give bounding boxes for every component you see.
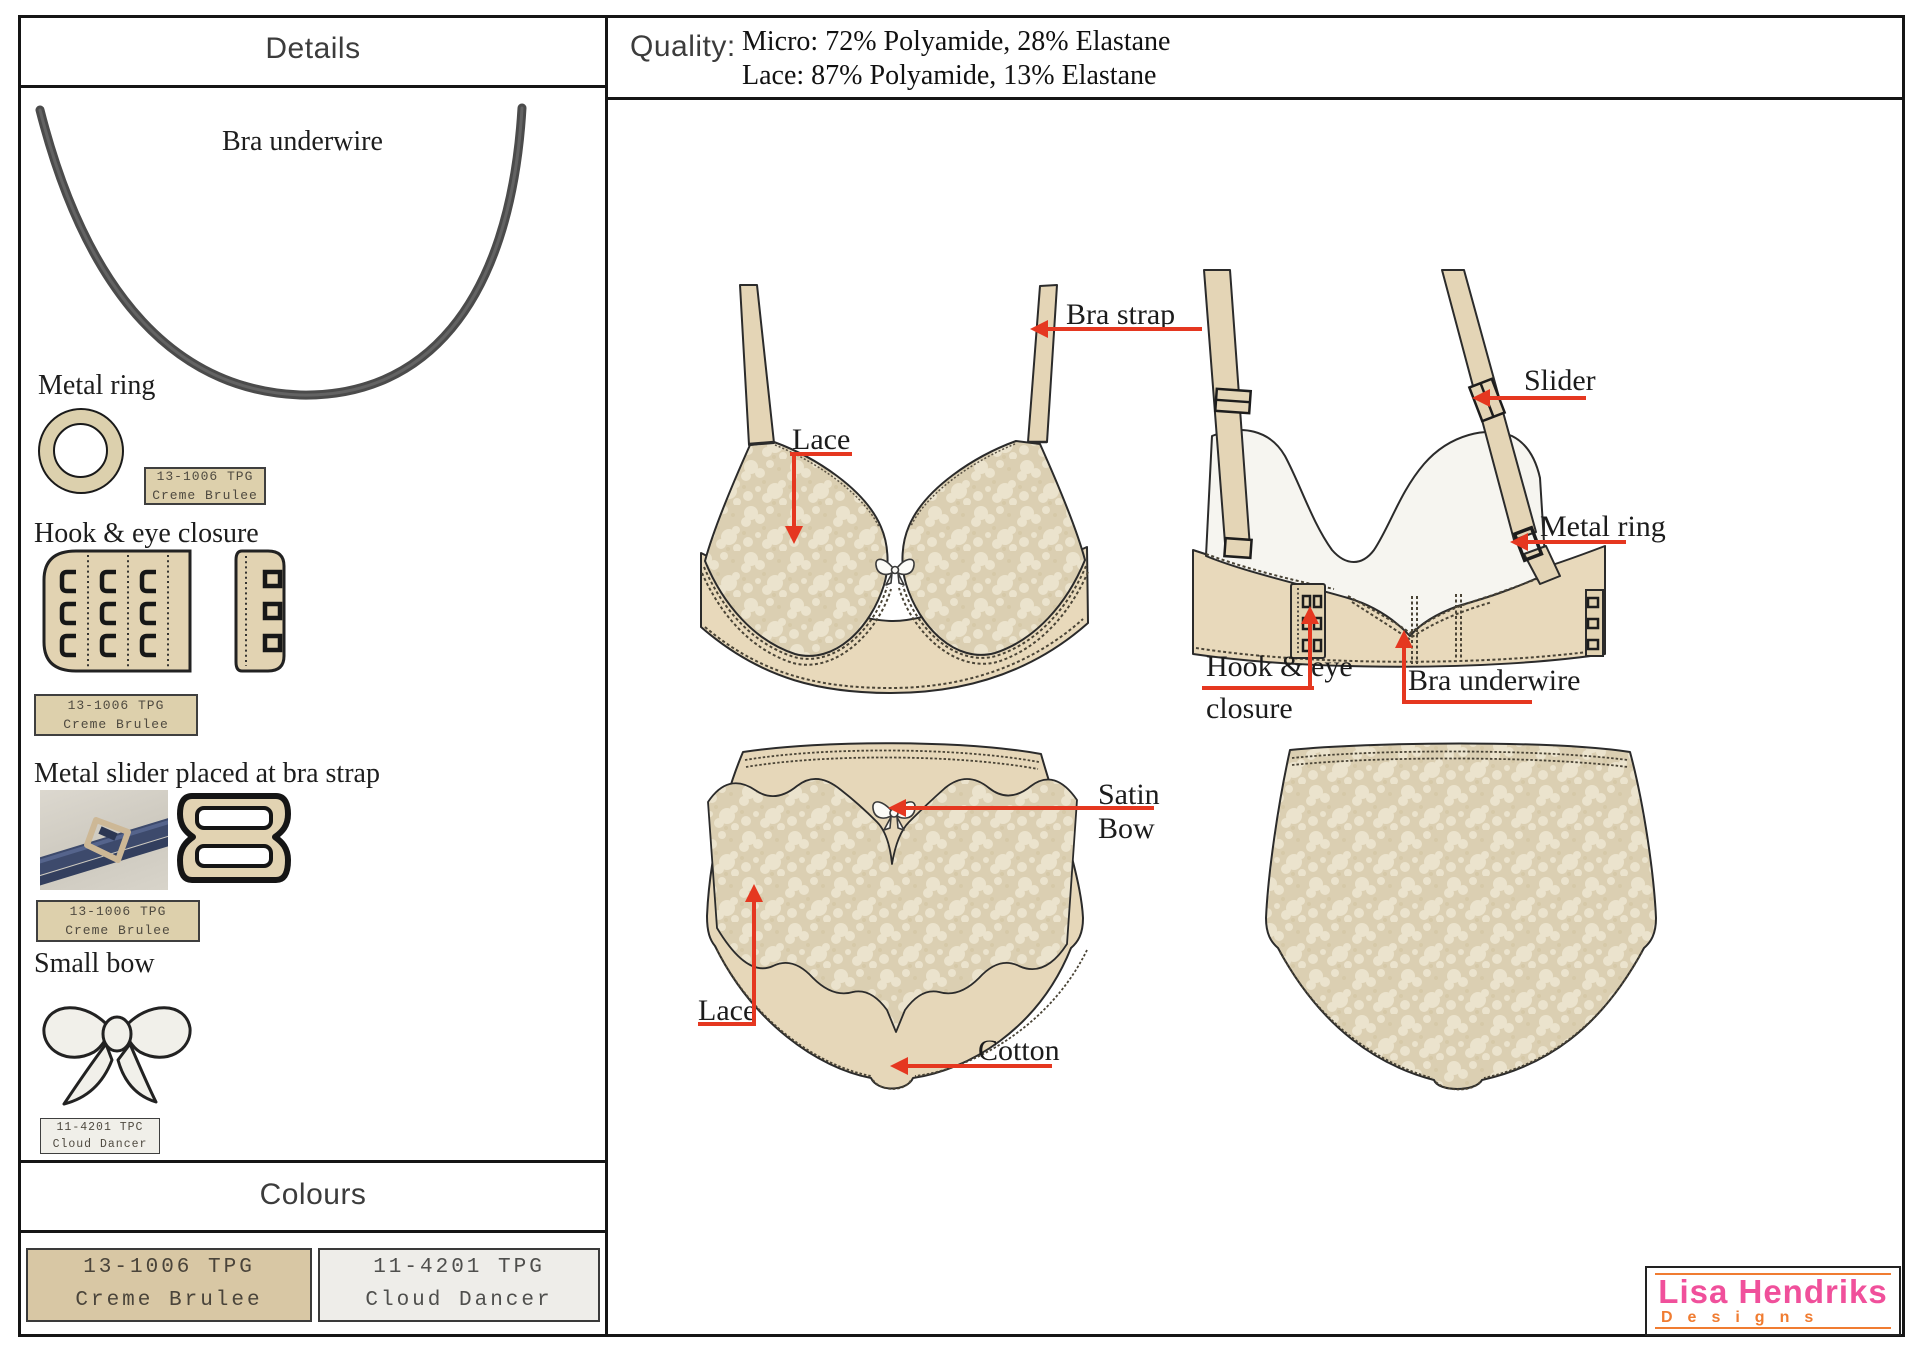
hook-eye-label: Hook & eye closure: [34, 518, 259, 549]
annotation-satin-1: Satin: [1098, 778, 1160, 811]
hook-eye-line: [1202, 686, 1314, 690]
brand-logo: Lisa Hendriks Designs: [1645, 1266, 1901, 1336]
annotation-metal-ring: Metal ring: [1540, 510, 1666, 543]
bra-back-drawing: [1190, 258, 1610, 668]
underwire-drawing: [28, 98, 533, 420]
quality-line2: Lace: 87% Polyamide, 13% Elastane: [742, 60, 1157, 91]
logo-name: Lisa Hendriks: [1658, 1273, 1888, 1310]
slider-arrow: [1472, 389, 1490, 407]
hook-eye-vline: [1308, 622, 1312, 686]
satin-bow-arrow: [888, 799, 906, 817]
colour-tag-bow: 11-4201 TPC Cloud Dancer: [40, 1118, 160, 1154]
annotation-lace-panties: Lace: [698, 994, 757, 1027]
cotton-arrow: [890, 1057, 908, 1075]
slider-label: Metal slider placed at bra strap: [34, 758, 380, 789]
small-bow-drawing: [34, 988, 202, 1112]
annotation-satin-2: Bow: [1098, 812, 1155, 845]
quality-divider: [605, 97, 1905, 100]
colour-tag-slider: 13-1006 TPG Creme Brulee: [36, 900, 200, 942]
lace-panties-vline: [752, 900, 756, 1022]
logo-subtitle: Designs: [1661, 1309, 1829, 1326]
logo-rule-bottom: [1655, 1327, 1891, 1329]
hook-eye-drawing: [36, 548, 288, 674]
annotation-bra-strap: Bra strap: [1066, 298, 1176, 331]
annotation-hook-eye-1: Hook & eye: [1206, 650, 1353, 683]
bra-underwire-line: [1402, 700, 1532, 704]
lace-bra-vline: [792, 452, 796, 528]
annotation-bra-underwire: Bra underwire: [1408, 664, 1581, 697]
colours-header-divider: [18, 1230, 608, 1233]
details-panel: [18, 15, 608, 1337]
swatch-creme-brulee: 13-1006 TPG Creme Brulee: [26, 1248, 312, 1322]
details-header-divider: [18, 85, 608, 88]
details-title: Details: [265, 32, 361, 65]
annotation-cotton: Cotton: [978, 1034, 1060, 1067]
bra-strap-arrow: [1030, 320, 1048, 338]
metal-ring-arrow: [1510, 533, 1528, 551]
annotation-hook-eye-2: closure: [1206, 692, 1293, 725]
bra-strap-line: [1048, 327, 1202, 331]
quality-label: Quality:: [630, 30, 736, 63]
metal-ring-label: Metal ring: [38, 370, 156, 401]
lace-bra-arrow: [785, 526, 803, 544]
cotton-line: [908, 1064, 1052, 1068]
bra-underwire-arrow: [1395, 630, 1413, 648]
logo-rule-top: [1655, 1273, 1891, 1275]
lace-panties-arrow: [745, 884, 763, 902]
colour-tag-ring: 13-1006 TPG Creme Brulee: [144, 467, 266, 505]
satin-bow-line: [906, 806, 1154, 810]
bra-underwire-vline: [1402, 646, 1406, 700]
slider-line: [1490, 396, 1586, 400]
metal-ring-drawing: [38, 408, 124, 494]
bra-front-drawing: [695, 275, 1095, 700]
colour-tag-hookeye: 13-1006 TPG Creme Brulee: [34, 694, 198, 736]
slider-drawing: [176, 792, 292, 884]
panties-back-drawing: [1260, 738, 1660, 1098]
annotation-slider: Slider: [1524, 364, 1596, 397]
metal-ring-line: [1528, 540, 1626, 544]
small-bow-label: Small bow: [34, 948, 155, 979]
lace-panties-underline: [698, 1022, 756, 1026]
panties-front-drawing: [693, 738, 1103, 1098]
slider-photo: [40, 790, 168, 890]
swatch-cloud-dancer: 11-4201 TPG Cloud Dancer: [318, 1248, 600, 1322]
colours-top-divider: [18, 1160, 608, 1163]
annotation-lace-bra: Lace: [792, 423, 851, 456]
quality-line1: Micro: 72% Polyamide, 28% Elastane: [742, 26, 1171, 57]
underwire-label: Bra underwire: [222, 126, 383, 157]
colours-title: Colours: [259, 1178, 367, 1211]
hook-eye-arrow: [1301, 606, 1319, 624]
lace-bra-underline: [790, 452, 852, 456]
